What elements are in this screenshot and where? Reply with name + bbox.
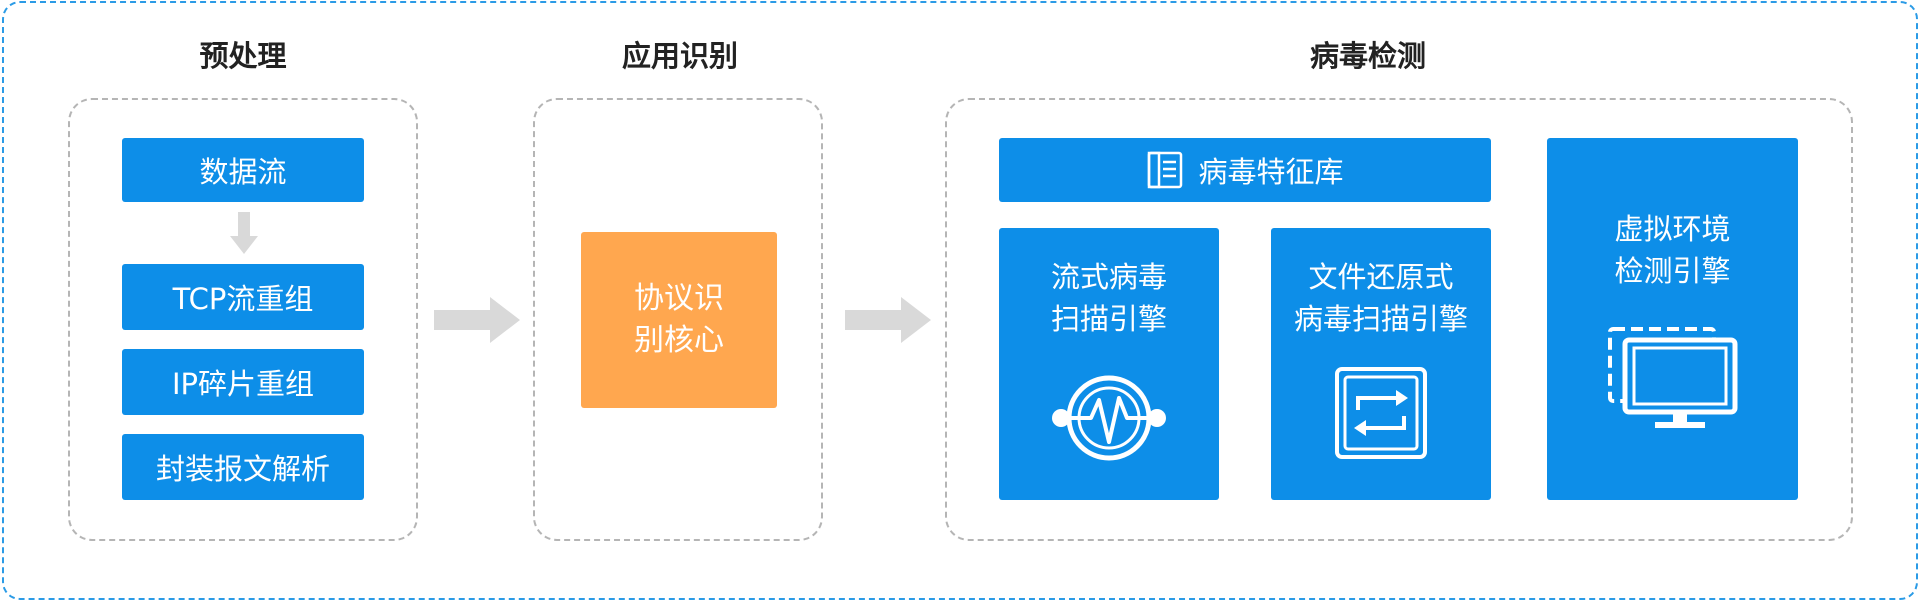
engine-1-line-2: 扫描引擎 [1050, 302, 1167, 336]
file-restore-virus-engine-box: 文件还原式 病毒扫描引擎 [1271, 228, 1491, 500]
right-arrow-icon [434, 297, 520, 343]
core-label-line-1: 协议识 [634, 281, 724, 316]
core-label-line-2: 别核心 [634, 323, 724, 358]
document-list-icon [1148, 151, 1183, 189]
virus-detect-title: 病毒检测 [1309, 39, 1426, 73]
monitor-icon [1608, 327, 1738, 428]
signature-db-label: 病毒特征库 [1198, 155, 1344, 189]
protocol-identify-core-box: 协议识 别核心 [581, 232, 777, 408]
engine-2-line-2: 病毒扫描引擎 [1293, 302, 1468, 336]
engine-2-line-1: 文件还原式 [1308, 260, 1454, 294]
engine-3-line-1: 虚拟环境 [1614, 212, 1731, 246]
swap-arrows-icon [1335, 367, 1427, 459]
virtual-env-engine-box: 虚拟环境 检测引擎 [1547, 138, 1798, 500]
data-stream-box: 数据流 [122, 138, 364, 202]
down-arrow-icon [230, 212, 258, 254]
preprocess-title: 预处理 [199, 39, 287, 73]
right-arrow-icon [845, 297, 931, 343]
stream-virus-engine-box: 流式病毒 扫描引擎 [999, 228, 1219, 500]
engine-3-line-2: 检测引擎 [1614, 254, 1731, 288]
virus-signature-db-box: 病毒特征库 [999, 138, 1491, 202]
ip-fragment-reassembly-box: IP碎片重组 [122, 349, 364, 415]
app-identify-title: 应用识别 [621, 39, 738, 73]
waveform-circle-icon [1052, 375, 1166, 461]
engine-1-line-1: 流式病毒 [1050, 260, 1167, 294]
tcp-reassembly-box: TCP流重组 [122, 264, 364, 330]
packet-parsing-box: 封装报文解析 [122, 434, 364, 500]
